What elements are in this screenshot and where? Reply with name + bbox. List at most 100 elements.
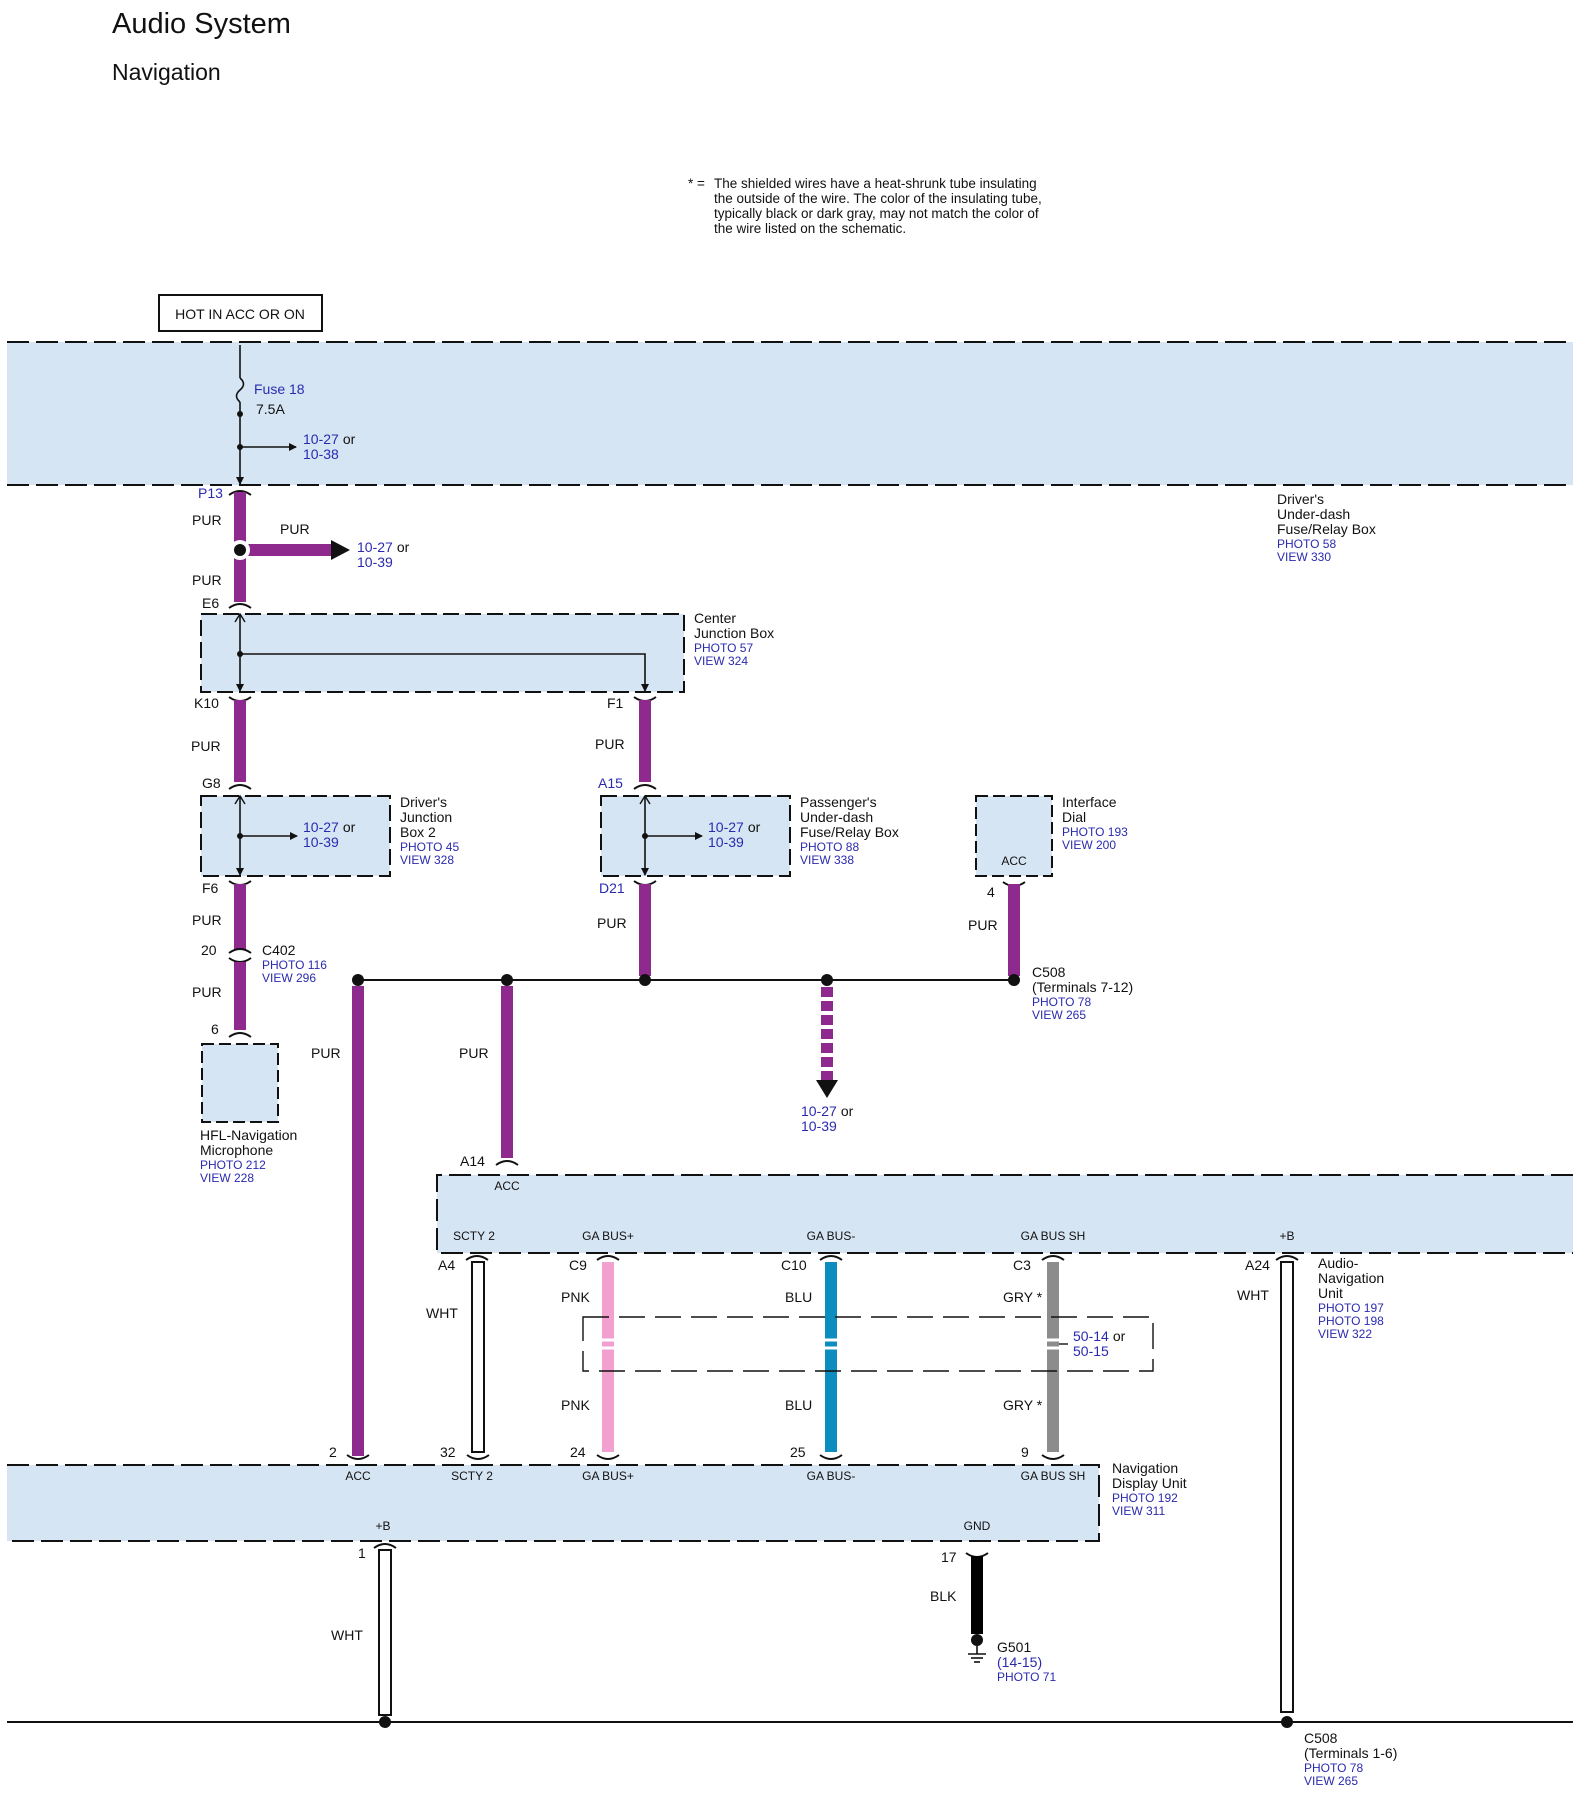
anu-pin-label: +B (1279, 1229, 1294, 1243)
svg-text:Passenger's: Passenger's (800, 794, 877, 810)
svg-text:PHOTO 57: PHOTO 57 (694, 641, 753, 655)
shield-note: * = The shielded wires have a heat-shrun… (688, 176, 1042, 236)
svg-text:PHOTO 45: PHOTO 45 (400, 840, 459, 854)
svg-text:PHOTO 58: PHOTO 58 (1277, 537, 1336, 551)
svg-text:Under-dash: Under-dash (1277, 506, 1350, 522)
ground-icon (968, 1646, 986, 1663)
ndu-gnd-label: GND (964, 1519, 991, 1533)
svg-text:Under-dash: Under-dash (800, 809, 873, 825)
ndu-pins: 2 32 24 25 9 (329, 1444, 1029, 1460)
wire-color-label: PUR (968, 917, 998, 933)
svg-text:Interface: Interface (1062, 794, 1117, 810)
wire-color-label: PNK (561, 1289, 590, 1305)
interface-dial (975, 795, 1053, 877)
note-line: the outside of the wire. The color of th… (714, 191, 1042, 206)
splice-point (501, 974, 513, 986)
wire-pur (501, 986, 513, 1158)
wire-pur (246, 544, 332, 556)
dial-label: Interface Dial PHOTO 193 VIEW 200 (1062, 794, 1128, 852)
svg-text:VIEW 330: VIEW 330 (1277, 550, 1331, 564)
pass-box-label: Passenger's Under-dash Fuse/Relay Box PH… (800, 794, 899, 867)
ndu-pin: 32 (440, 1444, 456, 1460)
svg-text:Fuse/Relay Box: Fuse/Relay Box (800, 824, 899, 840)
fuse-name: Fuse 18 (254, 381, 305, 397)
wire-color-label: PUR (192, 984, 222, 1000)
note-line: typically black or dark gray, may not ma… (714, 206, 1039, 221)
wire-blk (971, 1556, 983, 1634)
splice-point (1008, 974, 1020, 986)
page-subtitle: Navigation (112, 59, 221, 85)
svg-text:C402: C402 (262, 942, 296, 958)
svg-text:Dial: Dial (1062, 809, 1086, 825)
hot-label: HOT IN ACC OR ON (175, 306, 305, 322)
anu-pin: A4 (438, 1257, 455, 1273)
wire-wht (1280, 1261, 1294, 1713)
wire-color-label: BLK (930, 1588, 957, 1604)
svg-text:C508: C508 (1032, 964, 1066, 980)
svg-text:(Terminals 1-6): (Terminals 1-6) (1304, 1745, 1397, 1761)
ndu-plusb-pin: 1 (358, 1545, 366, 1561)
anu-pin-labels: SCTY 2 GA BUS+ GA BUS- GA BUS SH +B (453, 1229, 1294, 1243)
fuse-ref: 10-38 (303, 446, 339, 462)
svg-text:VIEW 311: VIEW 311 (1112, 1504, 1165, 1518)
wire-color-label: BLU (785, 1289, 812, 1305)
svg-text:VIEW 296: VIEW 296 (262, 971, 316, 985)
ndu-pin-label: GA BUS SH (1021, 1469, 1086, 1483)
svg-text:PHOTO 71: PHOTO 71 (997, 1670, 1056, 1684)
svg-text:Junction Box: Junction Box (694, 625, 774, 641)
dial-pin-label: ACC (1001, 854, 1027, 868)
pin-d21: D21 (599, 880, 625, 896)
svg-text:PHOTO 116: PHOTO 116 (262, 958, 327, 972)
svg-text:VIEW 265: VIEW 265 (1304, 1774, 1358, 1788)
splice-ref: 10-39 (357, 554, 393, 570)
audio-navigation-unit (437, 1175, 1573, 1253)
page-title: Audio System (112, 8, 291, 40)
arrow-icon (816, 1080, 838, 1098)
pin-e6: E6 (202, 595, 219, 611)
c402-pin-out: 6 (211, 1021, 219, 1037)
svg-text:PHOTO 197: PHOTO 197 (1318, 1301, 1384, 1315)
wire-color-label: PUR (191, 738, 221, 754)
svg-text:G501: G501 (997, 1639, 1031, 1655)
djb2-label: Driver's Junction Box 2 PHOTO 45 VIEW 32… (400, 794, 459, 867)
svg-text:Driver's: Driver's (1277, 491, 1324, 507)
g501-label: G501 (14-15) PHOTO 71 (997, 1639, 1056, 1684)
ndu-pin-labels: ACC SCTY 2 GA BUS+ GA BUS- GA BUS SH +B … (345, 1469, 1085, 1533)
anu-pin-label: GA BUS- (807, 1229, 856, 1243)
c402-pin-in: 20 (201, 942, 217, 958)
svg-text:PHOTO 78: PHOTO 78 (1304, 1761, 1363, 1775)
svg-text:(14-15): (14-15) (997, 1654, 1042, 1670)
ndu-pin: 25 (790, 1444, 806, 1460)
splice-point (821, 974, 833, 986)
svg-text:Box 2: Box 2 (400, 824, 436, 840)
svg-text:VIEW 328: VIEW 328 (400, 853, 454, 867)
svg-text:PHOTO 88: PHOTO 88 (800, 840, 859, 854)
svg-text:Display Unit: Display Unit (1112, 1475, 1187, 1491)
navigation-display-unit (7, 1465, 1099, 1541)
splice-point (234, 544, 246, 556)
wire-color-label: PUR (311, 1045, 341, 1061)
wire-color-label: GRY * (1003, 1397, 1043, 1413)
wire-pur (1008, 884, 1020, 976)
svg-text:Center: Center (694, 610, 736, 626)
anu-pins: A4 C9 C10 C3 A24 (438, 1257, 1270, 1273)
anu-pin-label: SCTY 2 (453, 1229, 495, 1243)
ndu-pin: 2 (329, 1444, 337, 1460)
down-ref: 10-39 (801, 1118, 837, 1134)
wire-color-label: PUR (459, 1045, 489, 1061)
note-line: The shielded wires have a heat-shrunk tu… (714, 176, 1037, 191)
svg-text:Audio-: Audio- (1318, 1255, 1359, 1271)
fuse-box-panel (7, 342, 1573, 485)
svg-text:VIEW 228: VIEW 228 (200, 1171, 254, 1185)
wire-pur (234, 962, 246, 1030)
svg-text:PHOTO 212: PHOTO 212 (200, 1158, 266, 1172)
wire-pur (639, 700, 651, 782)
ndu-pin-label: ACC (345, 1469, 371, 1483)
wire-color-label: PUR (597, 915, 627, 931)
